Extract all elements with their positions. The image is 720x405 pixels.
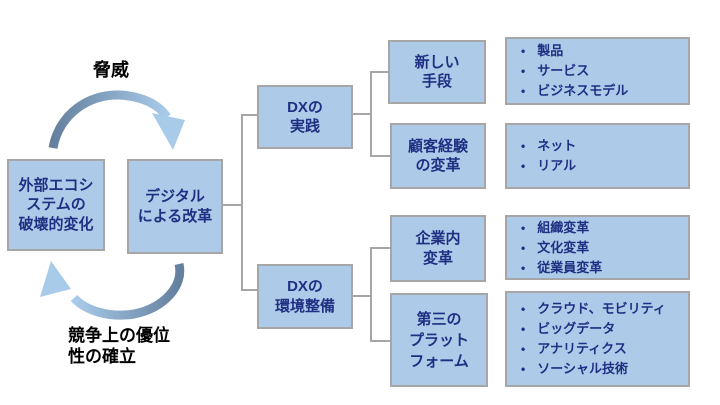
new-means-items-box: •製品•サービス•ビジネスモデル [505,37,690,105]
connector-digital-out [223,204,243,206]
bullet-dot: • [521,220,526,235]
connector-to-environment [241,289,257,291]
bullet-dot: • [521,64,526,78]
connector-to-internal-change [370,247,390,249]
bullet-item: •ソーシャル技術 [515,359,684,379]
bullet-item: •アナリティクス [515,339,684,359]
connector-to-third-platform [370,340,390,342]
connector-main-vertical [241,114,243,291]
bullet-item: •製品 [515,41,684,61]
connector-to-customer-exp [370,155,390,157]
bullet-item: •ネット [515,136,684,156]
bullet-dot: • [521,240,526,255]
internal-change-items-box: •組織変革•文化変革•従業員変革 [505,215,690,280]
connector-environment-out [353,295,372,297]
bullet-dot: • [521,159,526,173]
bullet-item: •ビジネスモデル [515,81,684,101]
connector-to-practice [241,114,257,116]
dx-environment-box: DXの 環境整備 [257,264,353,329]
bullet-dot: • [521,260,526,275]
connector-practice-out [353,113,372,115]
bullet-list: •ネット•リアル [507,136,688,176]
bullet-list: •クラウド、モビリティ•ビッグデータ•アナリティクス•ソーシャル技術 [507,299,688,379]
new-means-box: 新しい 手段 [388,40,486,104]
ecosystem-change-box: 外部エコシ ステムの 破壊的変化 [7,159,105,251]
connector-to-new-means [370,71,390,73]
threat-label: 脅威 [93,60,129,80]
customer-experience-items-box: •ネット•リアル [505,123,690,189]
bullet-item: •クラウド、モビリティ [515,299,684,319]
internal-change-box: 企業内 変革 [390,215,486,282]
cycle-arrow-top-icon [48,90,185,150]
third-platform-items-box: •クラウド、モビリティ•ビッグデータ•アナリティクス•ソーシャル技術 [505,291,690,387]
bullet-item: •サービス [515,61,684,81]
bullet-dot: • [521,44,526,58]
connector-practice-vertical [370,71,372,157]
bullet-item: •リアル [515,156,684,176]
bullet-list: •組織変革•文化変革•従業員変革 [507,218,688,278]
bullet-list: •製品•サービス•ビジネスモデル [507,41,688,101]
bullet-item: •組織変革 [515,218,684,238]
bullet-item: •文化変革 [515,238,684,258]
competitive-advantage-label: 競争上の優位 性の確立 [68,326,170,367]
dx-practice-box: DXの 実践 [257,85,353,149]
bullet-item: •従業員変革 [515,258,684,278]
third-platform-box: 第三の プラット フォーム [390,293,488,387]
bullet-dot: • [521,302,526,316]
connector-environment-vertical [370,247,372,342]
digital-reform-box: デジタル による改革 [127,159,223,254]
bullet-dot: • [521,342,526,356]
cycle-arrow-bottom-icon [40,261,185,320]
bullet-dot: • [521,362,526,376]
bullet-dot: • [521,84,526,98]
customer-experience-box: 顧客経験 の変革 [390,123,486,189]
bullet-dot: • [521,139,526,153]
bullet-item: •ビッグデータ [515,319,684,339]
bullet-dot: • [521,322,526,336]
